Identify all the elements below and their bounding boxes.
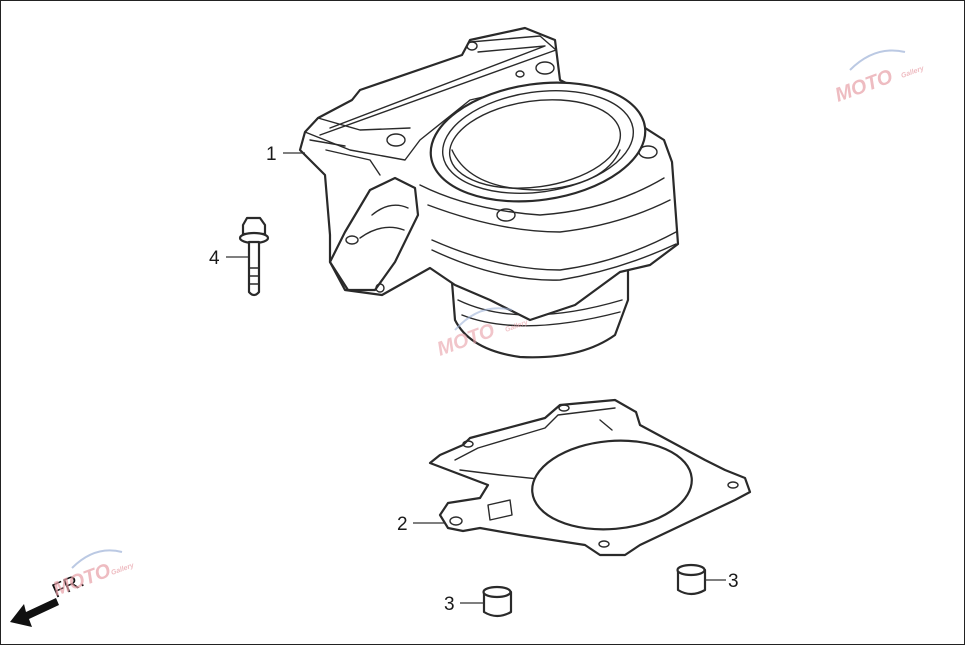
watermark-subtext: Gallery bbox=[900, 65, 926, 80]
watermark-top-right: MOTO Gallery bbox=[832, 49, 926, 107]
callout-1: 1 bbox=[266, 144, 277, 165]
swoosh-icon bbox=[849, 49, 906, 71]
cylinder-gasket bbox=[428, 398, 752, 557]
callout-2: 2 bbox=[397, 514, 408, 535]
dowel-pin-left bbox=[482, 585, 513, 618]
arrow-icon bbox=[10, 598, 59, 627]
dowel-pin-right bbox=[676, 563, 707, 596]
cylinder-block bbox=[298, 26, 680, 359]
watermark-subtext: Gallery bbox=[110, 562, 136, 577]
callout-3-right: 3 bbox=[728, 571, 739, 592]
watermark-text: MOTO bbox=[50, 559, 114, 600]
callout-4: 4 bbox=[209, 248, 220, 269]
watermark-bottom-left: MOTO Gallery bbox=[50, 549, 136, 601]
swoosh-icon bbox=[454, 307, 513, 331]
swoosh-icon bbox=[71, 549, 123, 569]
watermark-text: MOTO bbox=[832, 65, 896, 106]
flange-bolt bbox=[238, 216, 270, 297]
callout-3-left: 3 bbox=[444, 594, 455, 615]
